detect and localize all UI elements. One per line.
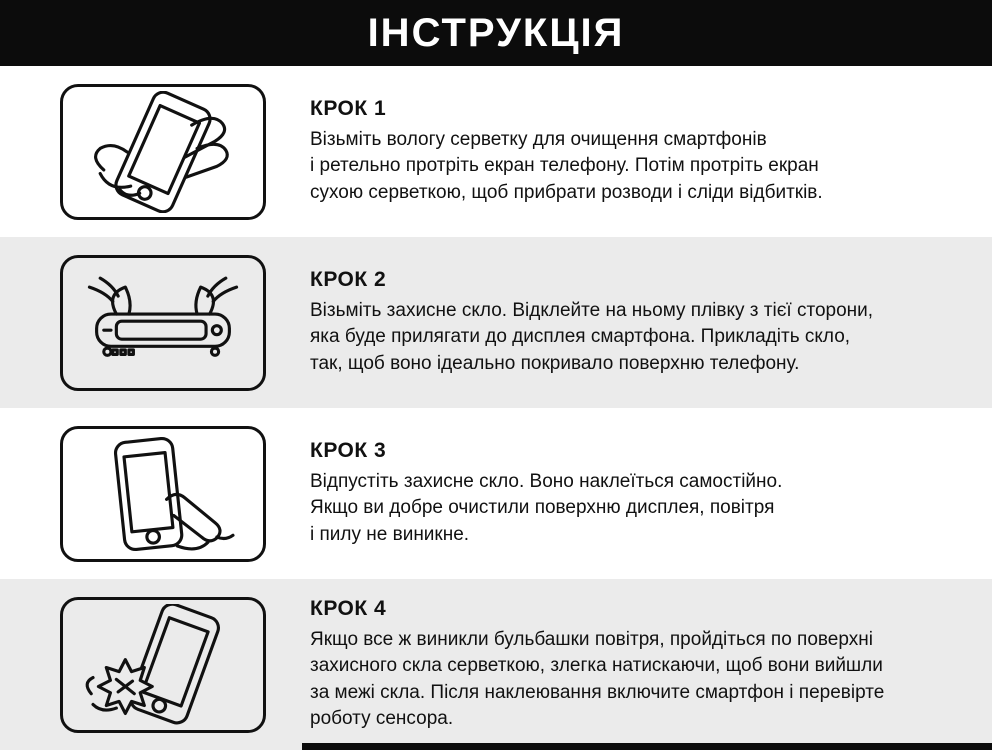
step-3-illustration bbox=[60, 425, 266, 562]
page-title: ІНСТРУКЦІЯ bbox=[367, 10, 625, 55]
step-4-text: КРОК 4 Якщо все ж виникли бульбашки пові… bbox=[310, 597, 968, 732]
step-row-4: КРОК 4 Якщо все ж виникли бульбашки пові… bbox=[0, 579, 992, 750]
step-row-2: КРОК 2 Візьміть захисне скло. Відклейте … bbox=[0, 237, 992, 408]
step-body: Якщо все ж виникли бульбашки повітря, пр… bbox=[310, 629, 885, 729]
step-row-1: КРОК 1 Візьміть вологу серветку для очищ… bbox=[0, 66, 992, 237]
smooth-bubbles-icon bbox=[85, 603, 220, 724]
step-title: КРОК 2 bbox=[310, 268, 387, 292]
peel-film-icon bbox=[87, 276, 239, 357]
step-1-illustration bbox=[60, 83, 266, 220]
step-row-3: КРОК 3 Відпустіть захисне скло. Воно нак… bbox=[0, 408, 992, 579]
step-2-text: КРОК 2 Візьміть захисне скло. Відклейте … bbox=[310, 268, 968, 377]
apply-glass-icon bbox=[113, 436, 235, 551]
step-title: КРОК 4 bbox=[310, 597, 387, 621]
step-body: Відпустіть захисне скло. Воно наклеїться… bbox=[310, 471, 783, 545]
step-4-illustration bbox=[60, 596, 266, 733]
wipe-phone-icon bbox=[94, 90, 229, 213]
header-bar: ІНСТРУКЦІЯ bbox=[0, 0, 992, 66]
step-title: КРОК 1 bbox=[310, 97, 387, 121]
step-3-text: КРОК 3 Відпустіть захисне скло. Воно нак… bbox=[310, 439, 968, 548]
step-body: Візьміть вологу серветку для очищення см… bbox=[310, 129, 823, 203]
step-2-illustration bbox=[60, 254, 266, 391]
footer-bar bbox=[302, 743, 992, 750]
step-title: КРОК 3 bbox=[310, 439, 387, 463]
step-body: Візьміть захисне скло. Відклейте на ньом… bbox=[310, 300, 874, 374]
step-1-text: КРОК 1 Візьміть вологу серветку для очищ… bbox=[310, 97, 968, 206]
